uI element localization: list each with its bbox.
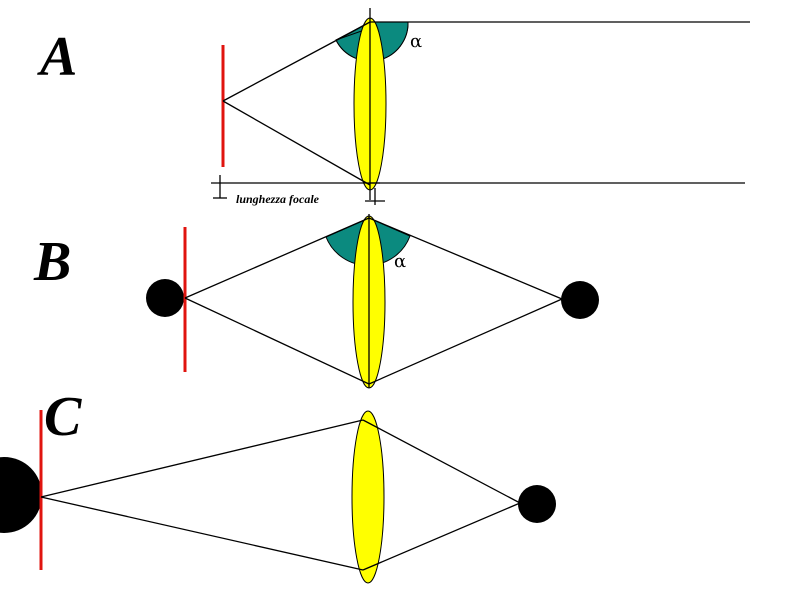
panel-b: B α bbox=[33, 214, 599, 389]
panel-c-letter: C bbox=[44, 386, 82, 448]
panel-b-ray-left-lower bbox=[184, 297, 370, 385]
panel-c-ray-right-upper bbox=[362, 419, 521, 504]
panel-b-image-dot bbox=[146, 279, 184, 317]
panel-c-image-dot bbox=[0, 457, 42, 533]
panel-b-ray-right-lower bbox=[368, 298, 563, 385]
panel-b-alpha-label: α bbox=[394, 251, 406, 272]
panel-c: C bbox=[0, 386, 556, 584]
panel-b-object-dot bbox=[561, 281, 599, 319]
panel-c-ray-left-lower bbox=[40, 496, 364, 571]
panel-a-ray-lower bbox=[222, 100, 371, 186]
panel-b-ray-right-upper bbox=[368, 217, 563, 300]
panel-b-ray-left-upper bbox=[184, 217, 370, 299]
panel-a-ray-upper bbox=[222, 39, 338, 102]
panel-c-ray-right-lower bbox=[362, 502, 521, 571]
panel-a-alpha-label: α bbox=[410, 31, 422, 52]
panel-a-focal-length-label: lunghezza focale bbox=[236, 192, 320, 206]
panel-c-lens bbox=[351, 410, 385, 584]
panel-a: A lunghezza focale α bbox=[37, 8, 750, 206]
panel-a-letter: A bbox=[37, 26, 77, 88]
panel-a-ray-upper-lens bbox=[336, 21, 371, 41]
panel-c-ray-left-upper bbox=[40, 419, 364, 498]
panel-b-letter: B bbox=[33, 231, 71, 293]
panel-c-object-dot bbox=[518, 485, 556, 523]
